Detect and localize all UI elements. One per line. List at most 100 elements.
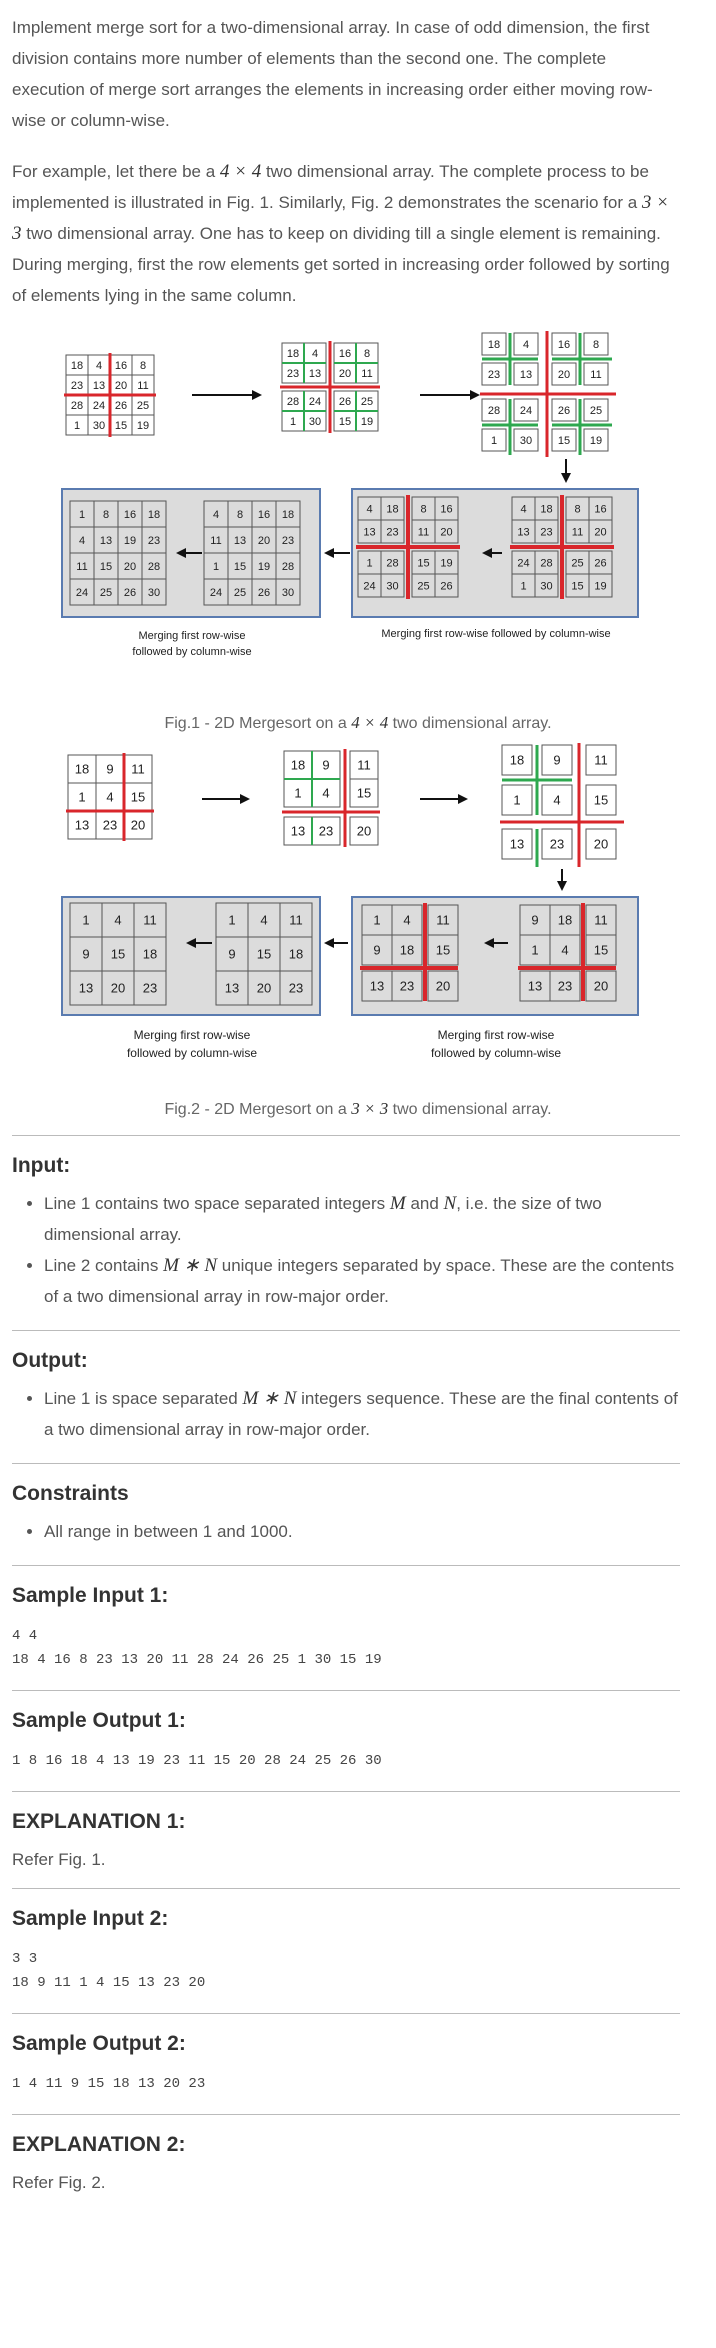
grid-cell bbox=[588, 519, 613, 544]
cell-value: 1 bbox=[373, 913, 380, 928]
constraints-heading: Constraints bbox=[12, 1482, 129, 1505]
cell-value: 15 bbox=[594, 793, 608, 808]
cell-value: 18 bbox=[287, 348, 299, 360]
cell-value: 20 bbox=[111, 981, 125, 996]
cell-value: 11 bbox=[594, 753, 608, 768]
cell-value: 9 bbox=[82, 947, 89, 962]
cell-value: 15 bbox=[115, 420, 127, 432]
cell-value: 28 bbox=[386, 557, 398, 569]
cell-value: 18 bbox=[71, 360, 83, 372]
grid-cell bbox=[501, 828, 533, 860]
cell-value: 9 bbox=[531, 913, 538, 928]
arrow-head bbox=[324, 548, 334, 558]
grid-cell bbox=[283, 816, 313, 846]
cell-value: 4 bbox=[520, 503, 526, 515]
cell-value: 15 bbox=[357, 786, 371, 801]
output-section: Output: Line 1 is space separated M ∗ N … bbox=[12, 1331, 680, 1463]
figure-label: followed by column-wise bbox=[431, 1046, 561, 1060]
grid-cell bbox=[69, 902, 103, 938]
cell-value: 24 bbox=[520, 405, 532, 417]
grid-cell bbox=[551, 428, 577, 452]
arrow-head bbox=[240, 794, 250, 804]
cell-value: 13 bbox=[370, 979, 384, 994]
input-section: Input: Line 1 contains two space separat… bbox=[12, 1136, 680, 1330]
cell-value: 1 bbox=[228, 913, 235, 928]
grid-cell bbox=[275, 552, 301, 580]
cell-value: 16 bbox=[594, 503, 606, 515]
grid-cell bbox=[117, 578, 143, 606]
cell-value: 23 bbox=[103, 818, 117, 833]
cell-value: 28 bbox=[71, 400, 83, 412]
cell-value: 23 bbox=[319, 824, 333, 839]
cell-value: 1 bbox=[531, 943, 538, 958]
cell-value: 28 bbox=[540, 557, 552, 569]
cell-value: 18 bbox=[143, 947, 157, 962]
grid-cell bbox=[588, 573, 613, 598]
grid-cell bbox=[585, 934, 617, 966]
cell-value: 15 bbox=[594, 943, 608, 958]
grid-cell bbox=[349, 816, 379, 846]
cell-value: 16 bbox=[258, 509, 270, 521]
cell-value: 28 bbox=[148, 561, 160, 573]
cell-value: 18 bbox=[282, 509, 294, 521]
cell-value: 4 bbox=[260, 913, 267, 928]
cell-value: 15 bbox=[571, 580, 583, 592]
grid-cell bbox=[481, 332, 507, 356]
grid-cell bbox=[583, 428, 609, 452]
divider bbox=[12, 1463, 680, 1464]
sample-input-1-section: Sample Input 1: 4 4 18 4 16 8 23 13 20 1… bbox=[12, 1566, 680, 1690]
grid-cell bbox=[349, 778, 379, 808]
grid-cell bbox=[279, 902, 313, 938]
cell-value: 26 bbox=[440, 580, 452, 592]
cell-value: 11 bbox=[131, 762, 145, 777]
cell-value: 9 bbox=[553, 753, 560, 768]
intro-paragraph-2: For example, let there be a 4 × 4 two di… bbox=[12, 161, 670, 305]
cell-value: 26 bbox=[594, 557, 606, 569]
grid-cell bbox=[117, 526, 143, 554]
grid-cell bbox=[534, 573, 559, 598]
cell-value: 18 bbox=[289, 947, 303, 962]
grid-cell bbox=[481, 362, 507, 386]
grid-cell bbox=[391, 970, 423, 1002]
cell-value: 1 bbox=[366, 557, 372, 569]
cell-value: 11 bbox=[572, 526, 583, 538]
arrow-head bbox=[482, 548, 492, 558]
grid-cell bbox=[203, 578, 229, 606]
explanation-2-heading: EXPLANATION 2: bbox=[12, 2133, 186, 2156]
grid-cell bbox=[583, 332, 609, 356]
grid-cell bbox=[131, 414, 155, 436]
grid-cell bbox=[67, 754, 97, 784]
grid-cell bbox=[117, 552, 143, 580]
grid-cell bbox=[283, 778, 313, 808]
figure-2-caption: Fig.2 - 2D Mergesort on a 3 × 3 two dime… bbox=[164, 1099, 552, 1118]
grid-cell bbox=[215, 970, 249, 1006]
arrow-head bbox=[470, 390, 480, 400]
cell-value: 26 bbox=[115, 400, 127, 412]
cell-value: 11 bbox=[76, 561, 87, 573]
input-line-2: Line 2 contains M ∗ N unique integers se… bbox=[44, 1250, 680, 1312]
grid-cell bbox=[69, 578, 95, 606]
sample-output-1-heading: Sample Output 1: bbox=[12, 1709, 186, 1732]
cell-value: 26 bbox=[558, 405, 570, 417]
grid-cell bbox=[380, 573, 405, 598]
cell-value: 20 bbox=[594, 526, 606, 538]
grid-cell bbox=[101, 970, 135, 1006]
cell-value: 18 bbox=[540, 503, 552, 515]
grid-cell bbox=[275, 500, 301, 528]
grid-cell bbox=[227, 552, 253, 580]
grid-cell bbox=[101, 902, 135, 938]
cell-value: 4 bbox=[322, 786, 329, 801]
cell-value: 16 bbox=[558, 339, 570, 351]
grid-cell bbox=[585, 970, 617, 1002]
cell-value: 13 bbox=[309, 368, 321, 380]
input-line-1: Line 1 contains two space separated inte… bbox=[44, 1188, 680, 1250]
figure-label: Merging first row-wise bbox=[438, 1028, 555, 1042]
grid-cell bbox=[69, 936, 103, 972]
explanation-1-heading: EXPLANATION 1: bbox=[12, 1810, 186, 1833]
grid-cell bbox=[481, 428, 507, 452]
cell-value: 15 bbox=[417, 557, 429, 569]
constraints-section: Constraints All range in between 1 and 1… bbox=[12, 1464, 680, 1565]
cell-value: 30 bbox=[282, 587, 294, 599]
